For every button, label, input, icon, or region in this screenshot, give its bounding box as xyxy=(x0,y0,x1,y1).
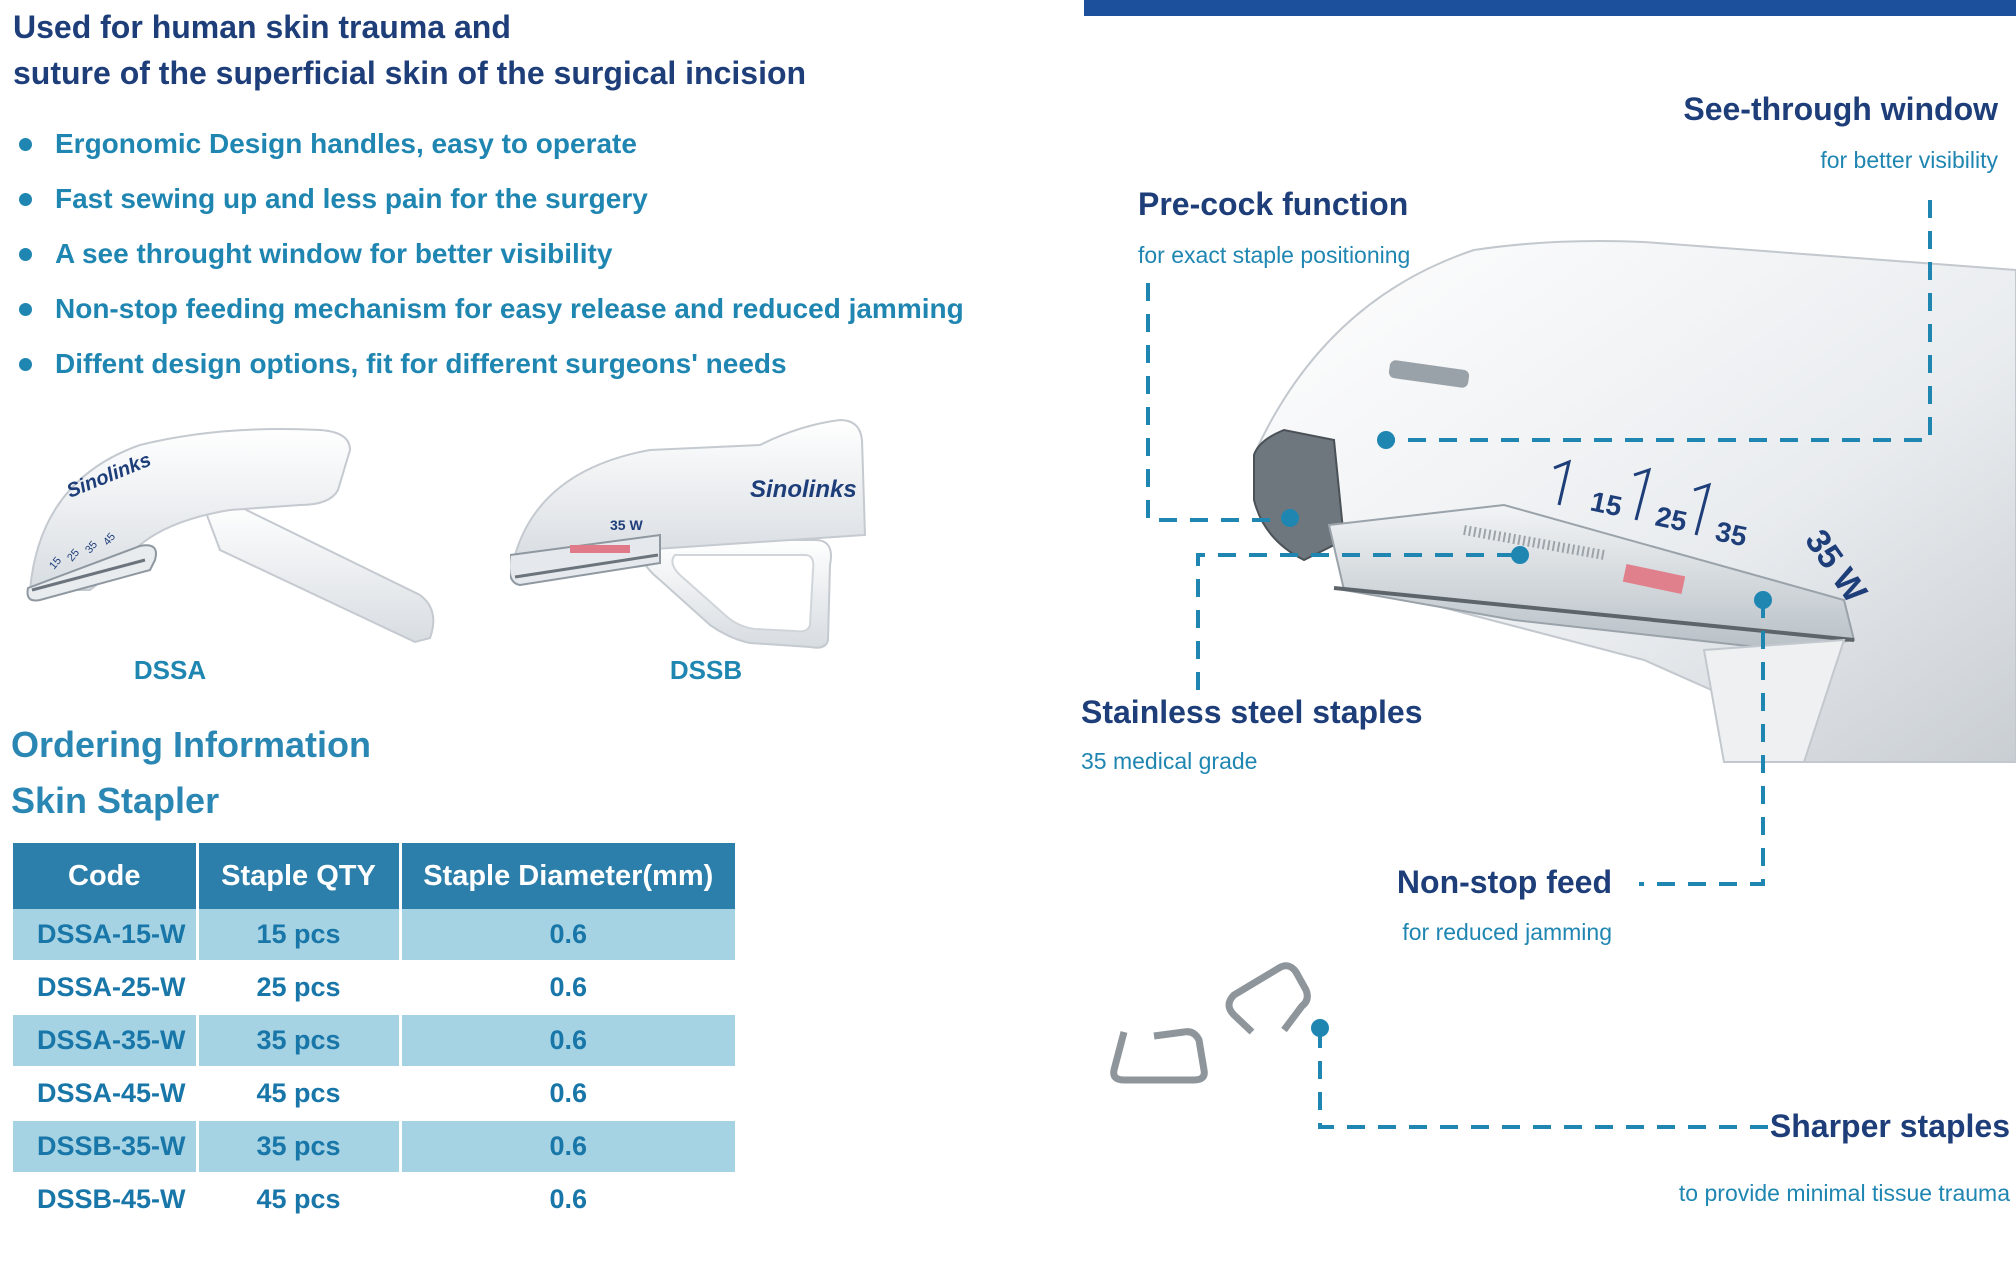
ordering-title: Ordering Information xyxy=(11,724,371,765)
feature-text: Diffent design options, fit for differen… xyxy=(55,348,787,379)
feature-text: Non-stop feeding mechanism for easy rele… xyxy=(55,293,964,324)
bullet-icon xyxy=(19,248,32,261)
see-through-window-subtitle: for better visibility xyxy=(1820,147,1998,173)
sharper-staples-subtitle: to provide minimal tissue trauma xyxy=(1678,1180,2010,1206)
bullet-icon xyxy=(19,303,32,316)
table-row: DSSA-25-W 25 pcs 0.6 xyxy=(13,961,735,1015)
table-row: DSSB-35-W 35 pcs 0.6 xyxy=(13,1120,735,1174)
non-stop-feed-subtitle: for reduced jamming xyxy=(1402,919,1612,945)
column-header-code: Code xyxy=(13,843,199,909)
cell-qty: 25 pcs xyxy=(197,961,402,1015)
feature-item: Ergonomic Design handles, easy to operat… xyxy=(13,122,964,177)
closeup-scale-mark: 35 xyxy=(1713,516,1750,553)
table-row: DSSA-45-W 45 pcs 0.6 xyxy=(13,1067,735,1121)
ordering-table: Code Staple QTY Staple Diameter(mm) DSSA… xyxy=(13,843,735,1227)
pre-cock-subtitle: for exact staple positioning xyxy=(1138,242,1411,268)
column-header-diameter: Staple Diameter(mm) xyxy=(400,843,735,909)
stainless-staples-subtitle: 35 medical grade xyxy=(1081,748,1258,774)
cell-diameter: 0.6 xyxy=(400,1014,735,1068)
dssb-stapler-image: Sinolinks 35 W xyxy=(510,415,950,655)
stapler-closeup-image: 15 25 35 35 W xyxy=(1110,200,2016,1129)
see-through-window-title: See-through window xyxy=(1683,91,1998,127)
bullet-icon xyxy=(19,358,32,371)
dssb-logo: Sinolinks xyxy=(750,476,857,503)
cell-code: DSSA-35-W xyxy=(13,1014,199,1068)
cell-diameter: 0.6 xyxy=(400,909,735,962)
table-row: DSSA-35-W 35 pcs 0.6 xyxy=(13,1014,735,1068)
feature-text: Ergonomic Design handles, easy to operat… xyxy=(55,128,637,159)
cell-code: DSSB-45-W xyxy=(13,1173,199,1227)
cell-diameter: 0.6 xyxy=(400,1120,735,1174)
header-bar xyxy=(1084,0,2016,16)
feature-item: Fast sewing up and less pain for the sur… xyxy=(13,177,964,232)
table-row: DSSA-15-W 15 pcs 0.6 xyxy=(13,909,735,962)
stainless-staples-title: Stainless steel staples xyxy=(1081,694,1423,730)
product-label-dssb: DSSB xyxy=(669,655,743,685)
cell-code: DSSB-35-W xyxy=(13,1120,199,1174)
intro-line-2: suture of the superficial skin of the su… xyxy=(13,55,807,91)
cell-qty: 45 pcs xyxy=(197,1173,402,1227)
intro-line-1: Used for human skin trauma and xyxy=(13,9,511,45)
intro-text: Used for human skin trauma and suture of… xyxy=(13,4,806,96)
pre-cock-title: Pre-cock function xyxy=(1138,186,1409,222)
cell-qty: 35 pcs xyxy=(197,1014,402,1068)
cell-code: DSSA-25-W xyxy=(13,961,199,1015)
closeup-scale-mark: 15 xyxy=(1588,486,1625,523)
cell-qty: 45 pcs xyxy=(197,1067,402,1121)
feature-list: Ergonomic Design handles, easy to operat… xyxy=(13,122,964,397)
feature-text: A see throught window for better visibil… xyxy=(55,238,613,269)
dssa-stapler-image: Sinolinks 15 25 35 45 xyxy=(20,420,460,650)
non-stop-feed-title: Non-stop feed xyxy=(1396,864,1612,900)
ordering-subtitle: Skin Stapler xyxy=(11,780,220,821)
feature-item: A see throught window for better visibil… xyxy=(13,232,964,287)
feature-text: Fast sewing up and less pain for the sur… xyxy=(55,183,648,214)
cell-qty: 15 pcs xyxy=(197,909,402,962)
column-header-qty: Staple QTY xyxy=(197,843,402,909)
cell-code: DSSA-15-W xyxy=(13,909,199,962)
cell-code: DSSA-45-W xyxy=(13,1067,199,1121)
cell-diameter: 0.6 xyxy=(400,1067,735,1121)
bullet-icon xyxy=(19,138,32,151)
sharper-staples-title: Sharper staples xyxy=(1769,1108,2010,1144)
dssb-marking: 35 W xyxy=(610,517,643,533)
feature-item: Non-stop feeding mechanism for easy rele… xyxy=(13,287,964,342)
product-label-dssa: DSSA xyxy=(133,655,207,685)
feature-item: Diffent design options, fit for differen… xyxy=(13,342,964,397)
cell-diameter: 0.6 xyxy=(400,961,735,1015)
table-header-row: Code Staple QTY Staple Diameter(mm) xyxy=(13,843,735,909)
table-row: DSSB-45-W 45 pcs 0.6 xyxy=(13,1173,735,1227)
closeup-scale-mark: 25 xyxy=(1653,501,1690,538)
bullet-icon xyxy=(19,193,32,206)
cell-qty: 35 pcs xyxy=(197,1120,402,1174)
cell-diameter: 0.6 xyxy=(400,1173,735,1227)
